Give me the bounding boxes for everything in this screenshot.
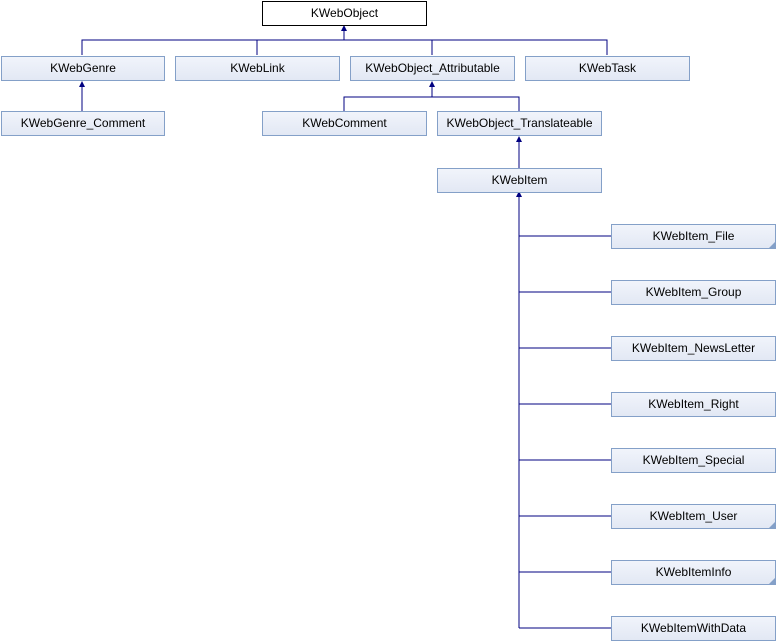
node-kwebtask[interactable]: KWebTask — [525, 56, 690, 81]
edge-attributable-children — [343, 86, 520, 111]
arrowhead-attributable — [429, 81, 435, 87]
node-kwebitem[interactable]: KWebItem — [437, 168, 602, 193]
node-kwebgenre[interactable]: KWebGenre — [1, 56, 165, 81]
fold-icon — [768, 241, 775, 248]
node-label: KWebItem_File — [652, 229, 735, 243]
arrowhead-kwebobject — [341, 25, 347, 31]
node-kwebcomment[interactable]: KWebComment — [262, 111, 427, 136]
node-kwebobject-translateable[interactable]: KWebObject_Translateable — [437, 111, 602, 136]
node-kwebitem-newsletter[interactable]: KWebItem_NewsLetter — [611, 336, 776, 361]
node-kweblink[interactable]: KWebLink — [175, 56, 340, 81]
node-kwebitem-right[interactable]: KWebItem_Right — [611, 392, 776, 417]
arrowhead-kwebitem — [516, 191, 522, 197]
node-kwebobject-attributable[interactable]: KWebObject_Attributable — [350, 56, 515, 81]
node-kwebitem-user[interactable]: KWebItem_User — [611, 504, 776, 529]
fold-icon — [768, 577, 775, 584]
fold-icon — [768, 521, 775, 528]
node-kwebitem-group[interactable]: KWebItem_Group — [611, 280, 776, 305]
node-kwebitemwithdata[interactable]: KWebItemWithData — [611, 616, 776, 641]
edge-kwebobject-children — [81, 30, 608, 55]
node-label: KWebItemInfo — [655, 565, 732, 579]
node-kwebgenre-comment[interactable]: KWebGenre_Comment — [1, 111, 165, 136]
node-kwebiteminfo[interactable]: KWebItemInfo — [611, 560, 776, 585]
arrowhead-translateable — [516, 136, 522, 142]
edge-kwebitem-children — [518, 196, 611, 629]
node-label: KWebItem_User — [649, 509, 738, 523]
arrowhead-kwebgenre — [79, 81, 85, 87]
node-kwebitem-file[interactable]: KWebItem_File — [611, 224, 776, 249]
node-kwebobject[interactable]: KWebObject — [262, 1, 427, 26]
node-kwebitem-special[interactable]: KWebItem_Special — [611, 448, 776, 473]
